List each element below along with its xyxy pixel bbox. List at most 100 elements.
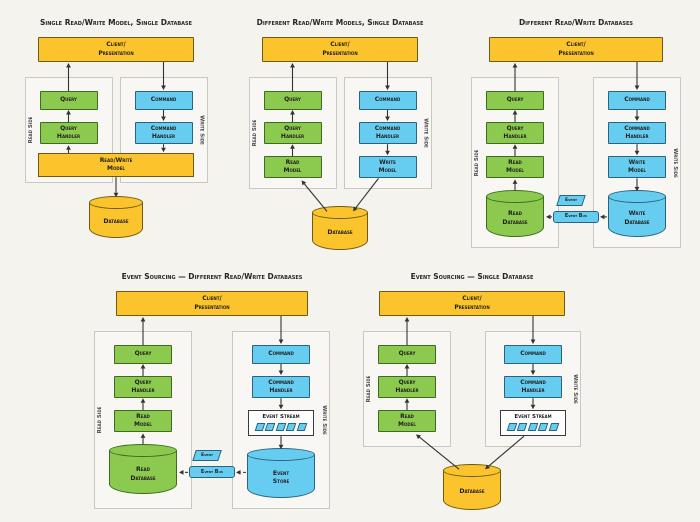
event-stream-cells <box>253 423 309 432</box>
event-parallelogram: Event <box>556 194 586 206</box>
read-side-label: Read Side <box>474 149 480 177</box>
node-command: Command <box>252 345 310 364</box>
node-read-model: Read Model <box>114 410 172 433</box>
node-command: Command <box>608 91 666 110</box>
cylinder-label: Read Database <box>130 465 156 482</box>
event-stream-cell <box>265 423 277 432</box>
database-area: Database <box>443 464 501 511</box>
event-bus: Event Bus <box>553 210 599 223</box>
diagram-title: Single Read/Write Model, Single Database <box>39 18 193 27</box>
event-label: Event <box>200 453 214 459</box>
node-command-handler: Command Handler <box>358 122 417 145</box>
cylinder-label: Database <box>103 218 129 226</box>
event-stream-box: Event Stream <box>500 410 566 437</box>
database-area: Database <box>89 196 143 239</box>
client-presentation-box: Client/ Presentation <box>488 37 664 62</box>
diagram-title: Event Sourcing — Different Read/Write Da… <box>121 272 303 281</box>
node-read-model: Read Model <box>378 410 436 433</box>
node-command-handler: Command Handler <box>134 122 193 145</box>
node-command: Command <box>358 91 417 110</box>
event-stream-cell <box>548 423 560 432</box>
node-write-model: Write Model <box>608 156 666 179</box>
diagram-single-model-single-db: Single Read/Write Model, Single Database… <box>10 14 222 239</box>
cylinder-body: Read Database <box>109 450 177 495</box>
write-side-label: Write Side <box>422 118 429 148</box>
read-side-label: Read Side <box>251 119 258 147</box>
node-query-handler: Query Handler <box>114 376 172 399</box>
event-parallelogram: Event <box>192 450 222 462</box>
cylinder-body: Database <box>312 212 368 251</box>
client-presentation-box: Client/ Presentation <box>37 37 195 62</box>
cylinder-label: Read Database <box>502 210 528 227</box>
write-side-label: Write Side <box>572 374 578 404</box>
diagram-event-sourcing-different-dbs: Event Sourcing — Different Read/Write Da… <box>82 268 342 510</box>
event-label: Event <box>564 197 578 203</box>
node-write-model: Write Model <box>358 156 417 179</box>
read-side-label: Read Side <box>27 116 34 144</box>
event-store-cylinder: Event Store <box>247 448 315 499</box>
database-cylinder: Database <box>443 464 501 511</box>
node-command-handler: Command Handler <box>504 376 562 399</box>
event-stream-cells <box>505 423 561 432</box>
cylinder-body: Database <box>443 470 501 511</box>
database-cylinder: Database <box>312 206 368 251</box>
node-command-handler: Command Handler <box>252 376 310 399</box>
diagram-title: Different Read/Write Databases <box>518 18 634 27</box>
node-command: Command <box>134 91 193 110</box>
node-query: Query <box>378 345 436 364</box>
diagram-event-sourcing-single-db: Event Sourcing — Single Database Client/… <box>346 268 598 511</box>
diagram-title: Different Read/Write Models, Single Data… <box>256 18 424 27</box>
event-stream-cell <box>296 423 308 432</box>
event-stream-label: Event Stream <box>514 414 552 421</box>
cylinder-body: Event Store <box>247 454 315 499</box>
client-presentation-box: Client/ Presentation <box>378 291 566 316</box>
cylinder-label: Database <box>327 229 353 237</box>
event-stream-label: Event Stream <box>262 414 300 421</box>
write-side-label: Write Side <box>321 405 327 435</box>
node-query: Query <box>39 91 98 110</box>
read-side-label: Read Side <box>366 375 372 403</box>
node-query-handler: Query Handler <box>39 122 98 145</box>
client-presentation-box: Client/ Presentation <box>115 291 309 316</box>
node-query: Query <box>114 345 172 364</box>
node-query-handler: Query Handler <box>378 376 436 399</box>
node-query: Query <box>486 91 544 110</box>
node-command: Command <box>504 345 562 364</box>
cylinder-top <box>486 190 544 204</box>
write-side-label: Write Side <box>198 115 205 145</box>
node-query: Query <box>263 91 322 110</box>
read-write-model-box: Read/Write Model <box>38 153 194 178</box>
read-database-cylinder: Read Database <box>109 444 177 495</box>
write-database-cylinder: Write Database <box>608 190 666 238</box>
node-read-model: Read Model <box>263 156 322 179</box>
write-side-label: Write Side <box>672 147 678 178</box>
cylinder-label: Write Database <box>624 210 650 227</box>
cylinder-body: Write Database <box>608 196 666 238</box>
diagram-title: Event Sourcing — Single Database <box>410 272 534 281</box>
event-stream-cell <box>285 423 297 432</box>
event-stream-box: Event Stream <box>248 410 314 437</box>
cylinder-label: Database <box>459 488 485 496</box>
node-command-handler: Command Handler <box>608 122 666 145</box>
client-presentation-box: Client/ Presentation <box>261 37 419 62</box>
node-query-handler: Query Handler <box>263 122 322 145</box>
read-side-label: Read Side <box>97 406 103 434</box>
cylinder-label: Event Store <box>272 469 290 486</box>
database-area: Database <box>312 206 368 251</box>
event-stream-cell <box>517 423 529 432</box>
cylinder-top <box>109 444 177 458</box>
